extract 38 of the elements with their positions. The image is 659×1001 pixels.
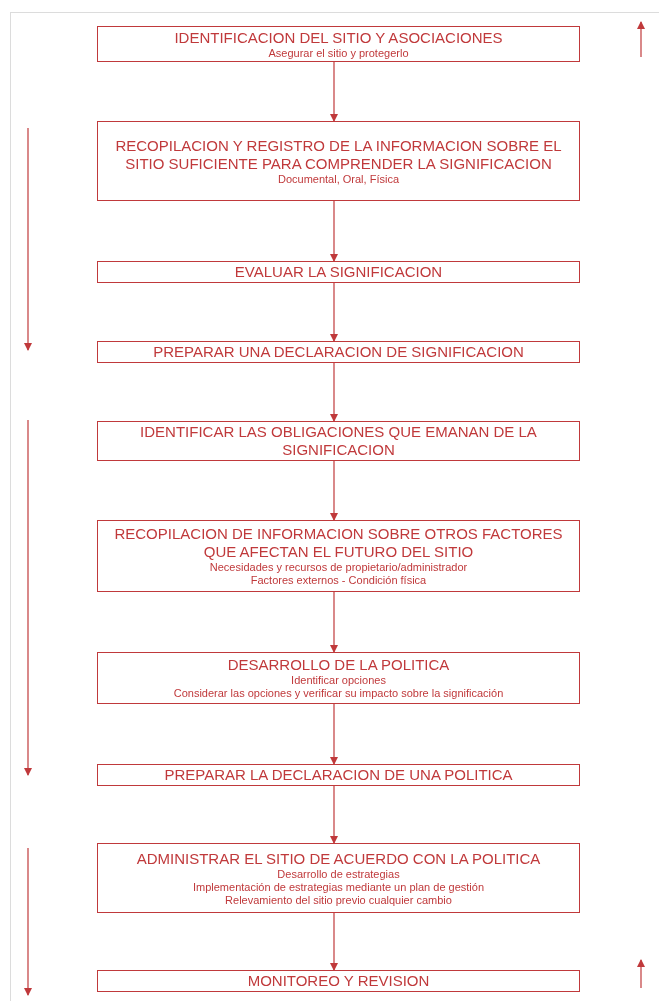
- process-box: [97, 764, 580, 786]
- process-box: [97, 26, 580, 62]
- step-detail: Relevamiento del sitio previo cualquier cambio: [225, 893, 452, 907]
- arrow: [330, 785, 338, 844]
- step-title: PREPARAR LA DECLARACION DE UNA POLITICA: [164, 766, 513, 784]
- arrow: [330, 591, 338, 653]
- arrow: [330, 362, 338, 422]
- process-box: [97, 421, 580, 461]
- step-detail: Identificar opciones: [291, 674, 386, 687]
- arrow: [330, 912, 338, 971]
- step-title: EVALUAR LA SIGNIFICACION: [234, 263, 443, 281]
- step-title: IDENTIFICACION DEL SITIO Y ASOCIACIONES: [174, 28, 503, 47]
- step-title: ADMINISTRAR EL SITIO DE ACUERDO CON LA POLITICA: [136, 849, 541, 868]
- process-box: [97, 520, 580, 592]
- step-title: RECOPILACION DE INFORMACION SOBRE OTROS FACTORES QUE AFECTAN EL FUTURO DEL SITIO: [113, 525, 564, 561]
- step-title: IDENTIFICAR LAS OBLIGACIONES QUE EMANAN DE LA SIGNIFICACION: [139, 423, 538, 459]
- arrow: [330, 200, 338, 262]
- arrow: [330, 703, 338, 765]
- arrow: [330, 460, 338, 521]
- step-title: PREPARAR UNA DECLARACION DE SIGNIFICACION: [153, 343, 524, 361]
- process-box: [97, 652, 580, 704]
- step-title: RECOPILACION Y REGISTRO DE LA INFORMACION SOBRE EL SITIO SUFICIENTE PARA COMPRENDER LA SIGNIFICACION: [114, 136, 563, 173]
- process-box: [97, 341, 580, 363]
- step-detail: Desarrollo de estrategias: [277, 867, 400, 881]
- step-title: MONITOREO Y REVISION: [247, 972, 430, 990]
- step-detail: Implementación de estrategias mediante un plan de gestión: [192, 880, 485, 894]
- process-box: [97, 843, 580, 913]
- process-box: [97, 970, 580, 992]
- step-detail: Necesidades y recursos de propietario/administrador: [209, 561, 468, 574]
- arrow: [330, 61, 338, 122]
- step-detail: Factores externos - Condición física: [250, 574, 427, 587]
- step-title: DESARROLLO DE LA POLITICA: [227, 656, 450, 674]
- arrow: [330, 282, 338, 342]
- process-box: [97, 261, 580, 283]
- step-detail: Documental, Oral, Física: [277, 172, 399, 186]
- step-detail: Asegurar el sitio y protegerlo: [268, 46, 409, 60]
- step-detail: Considerar las opciones y verificar su impacto sobre la significación: [173, 687, 504, 700]
- process-box: [97, 121, 580, 201]
